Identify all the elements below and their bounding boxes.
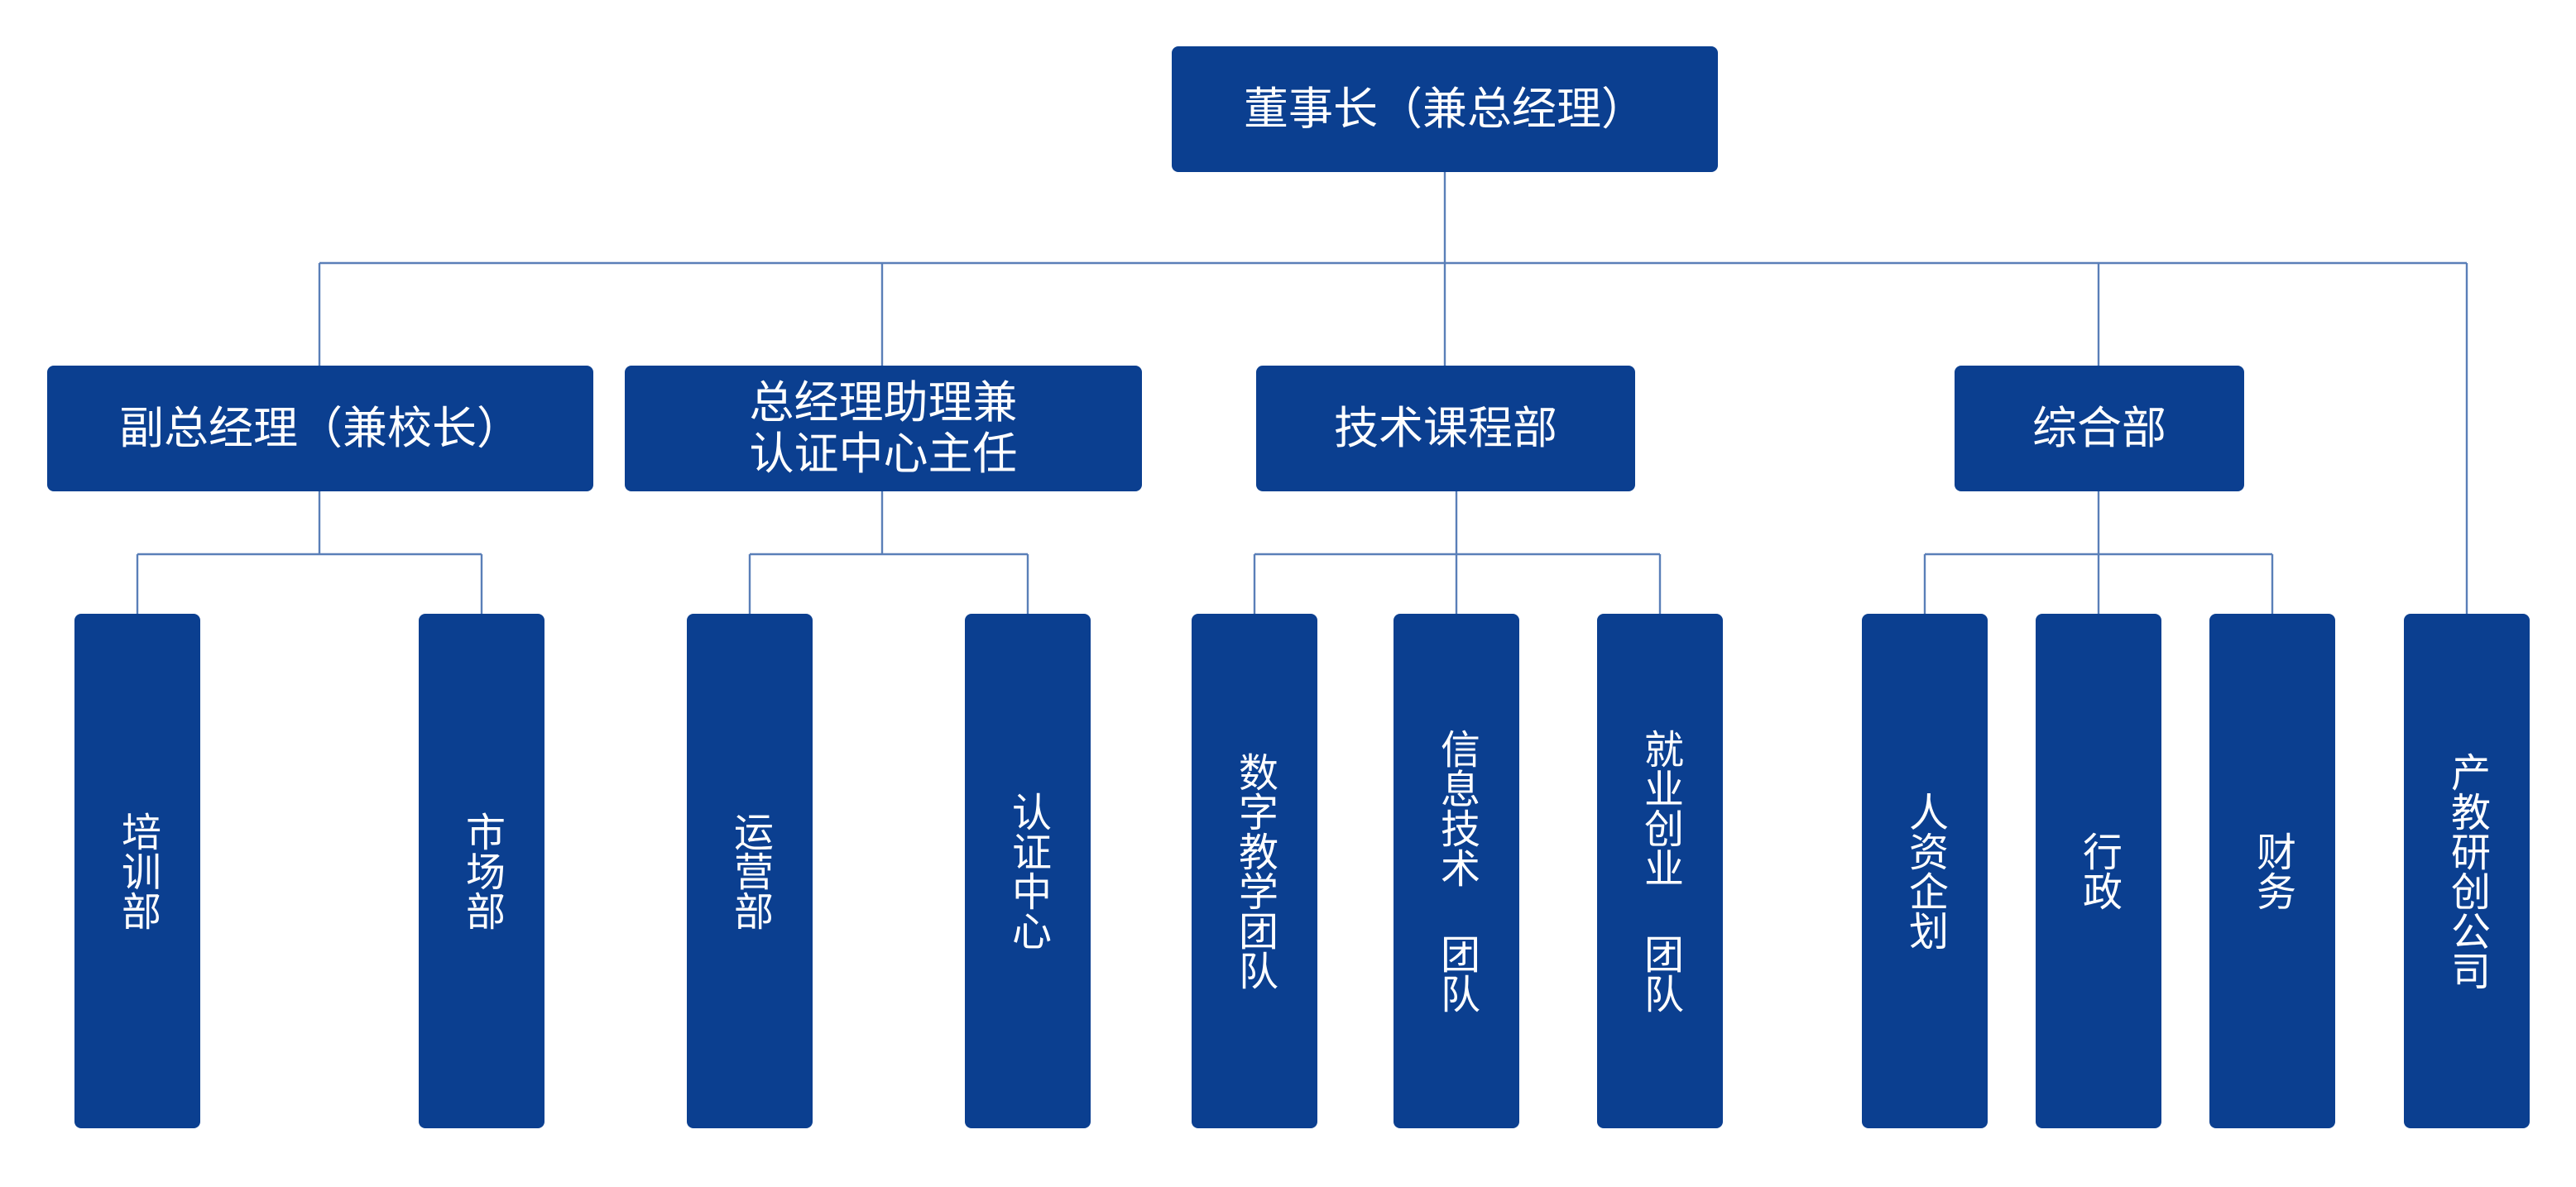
node-vice-gm-label: 副总经理（兼校长） bbox=[119, 402, 521, 454]
unit-certification-label: 认证中心 bbox=[1005, 792, 1051, 950]
node-tech-course-dept-label: 技术课程部 bbox=[1334, 402, 1557, 454]
node-general-dept: 综合部 bbox=[1955, 366, 2244, 491]
unit-market: 市场部 bbox=[419, 614, 544, 1128]
unit-operations: 运营部 bbox=[687, 614, 813, 1128]
unit-it-team: 信息技术 团队 bbox=[1394, 614, 1519, 1128]
node-gm-assistant: 总经理助理兼 认证中心主任 bbox=[625, 366, 1142, 491]
unit-operations-label: 运营部 bbox=[727, 811, 773, 931]
unit-digital-teaching: 数字教学团队 bbox=[1192, 614, 1317, 1128]
node-tech-course-dept: 技术课程部 bbox=[1256, 366, 1635, 491]
unit-industry-company-label: 产教研创公司 bbox=[2444, 752, 2490, 990]
unit-training: 培训部 bbox=[74, 614, 200, 1128]
unit-certification: 认证中心 bbox=[965, 614, 1091, 1128]
unit-market-label: 市场部 bbox=[458, 811, 505, 931]
unit-hr-planning: 人资企划 bbox=[1862, 614, 1988, 1128]
node-vice-gm: 副总经理（兼校长） bbox=[47, 366, 593, 491]
node-chairman: 董事长（兼总经理） bbox=[1172, 46, 1718, 172]
unit-finance-label: 财务 bbox=[2249, 831, 2295, 911]
unit-administration-label: 行政 bbox=[2075, 831, 2122, 911]
unit-digital-teaching-label: 数字教学团队 bbox=[1231, 752, 1278, 990]
unit-hr-planning-label: 人资企划 bbox=[1902, 792, 1948, 950]
node-general-dept-label: 综合部 bbox=[2032, 402, 2166, 454]
unit-industry-company: 产教研创公司 bbox=[2404, 614, 2530, 1128]
node-gm-assistant-label: 总经理助理兼 认证中心主任 bbox=[749, 376, 1018, 480]
unit-administration: 行政 bbox=[2036, 614, 2161, 1128]
node-chairman-label: 董事长（兼总经理） bbox=[1244, 83, 1646, 135]
unit-employment-team-label: 就业创业 团队 bbox=[1637, 729, 1683, 1013]
unit-training-label: 培训部 bbox=[114, 811, 161, 931]
unit-finance: 财务 bbox=[2209, 614, 2335, 1128]
unit-it-team-label: 信息技术 团队 bbox=[1433, 729, 1480, 1013]
unit-employment-team: 就业创业 团队 bbox=[1597, 614, 1723, 1128]
